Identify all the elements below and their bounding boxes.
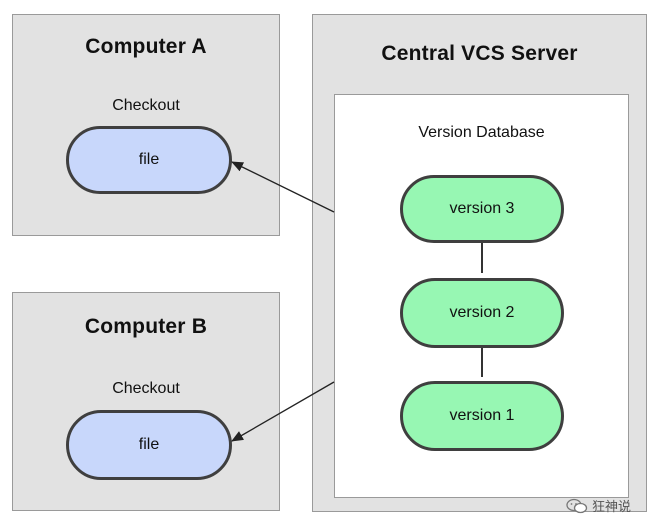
central-server-panel: Central VCS Server Version Database vers… — [312, 14, 647, 512]
version-3-node: version 3 — [400, 175, 564, 243]
watermark: 狂神说 — [566, 496, 631, 515]
version-2-label: version 2 — [449, 304, 515, 321]
version-1-node: version 1 — [400, 381, 564, 451]
connector-v2-v1 — [481, 344, 483, 377]
computer-b-title: Computer B — [84, 315, 208, 338]
wechat-icon — [566, 498, 588, 513]
arrow-to-computer-a — [231, 161, 335, 213]
version-database-box: Version Database version 3 version 2 ver… — [334, 94, 629, 498]
computer-a-title: Computer A — [85, 35, 207, 58]
version-2-node: version 2 — [400, 278, 564, 348]
watermark-text: 狂神说 — [592, 499, 632, 514]
version-database-label: Version Database — [418, 124, 545, 141]
computer-a-panel: Computer A Checkout file — [12, 14, 280, 236]
connector-v3-v2 — [481, 240, 483, 273]
computer-a-file-label: file — [138, 151, 160, 168]
computer-b-file-node: file — [66, 410, 232, 480]
computer-b-file-label: file — [138, 436, 160, 453]
computer-a-checkout-label: Checkout — [112, 97, 180, 114]
central-server-title: Central VCS Server — [381, 42, 578, 65]
version-1-label: version 1 — [449, 407, 515, 424]
arrow-to-computer-b — [231, 381, 335, 442]
computer-b-checkout-label: Checkout — [112, 380, 180, 397]
computer-a-file-node: file — [66, 126, 232, 194]
computer-b-panel: Computer B Checkout file — [12, 292, 280, 511]
version-3-label: version 3 — [449, 200, 515, 217]
